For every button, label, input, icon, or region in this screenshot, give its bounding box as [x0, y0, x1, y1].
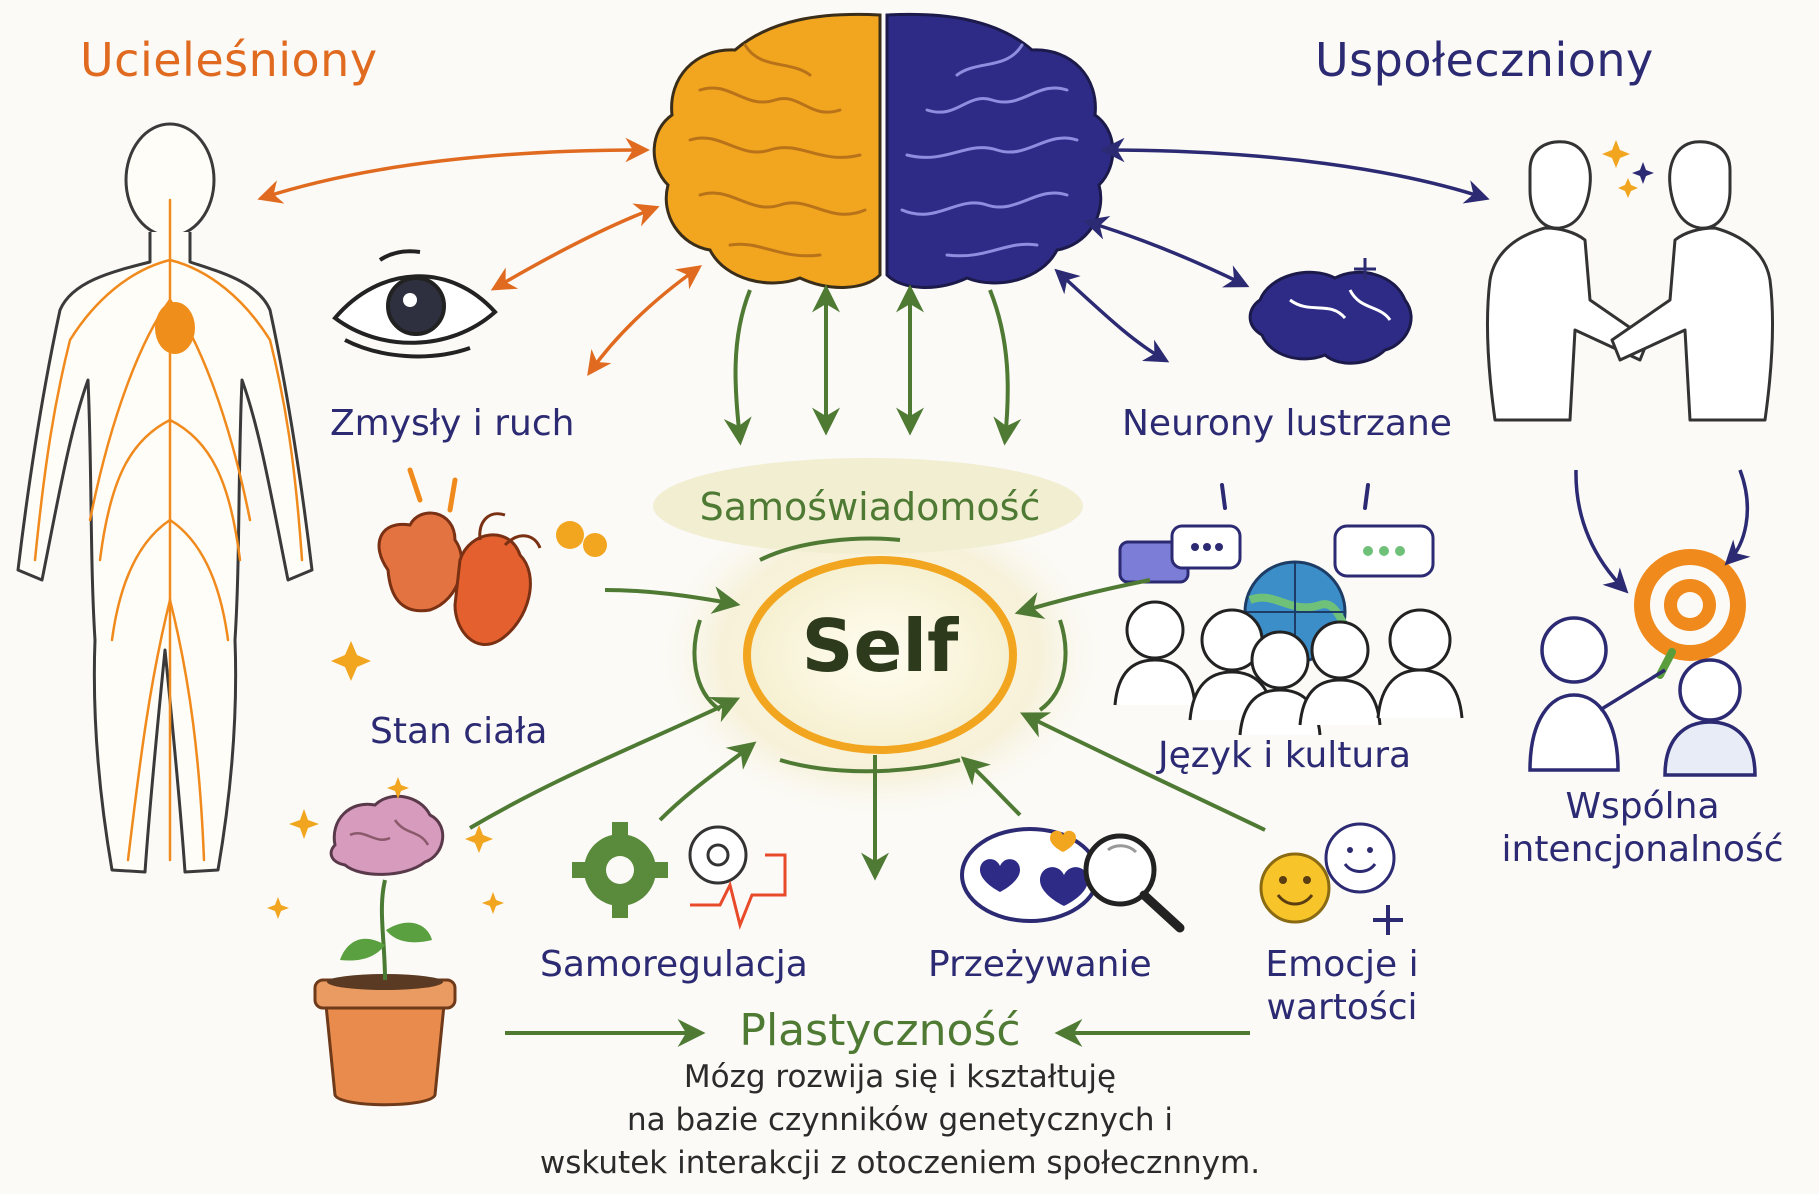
handshake-icon [1486, 140, 1774, 422]
label-senses-movement: Zmysły i ruch [330, 403, 575, 444]
gears-icon [572, 822, 787, 930]
heading-embodied: Ucieleśniony [80, 33, 378, 87]
label-shared-intentionality-line1: Wspólna [1565, 786, 1720, 827]
hearts-magnifier-icon [960, 827, 1185, 933]
label-body-state: Stan ciała [370, 711, 548, 752]
label-language-culture: Język i kultura [1158, 735, 1412, 776]
label-self-regulation: Samoregulacja [540, 944, 808, 985]
brain-icon [652, 12, 1115, 289]
caption-line2: na bazie czynników genetycznych i [626, 1101, 1173, 1138]
label-shared-intentionality: Wspólna intencjonalność [1480, 785, 1805, 871]
shared-intent-people-icon [1528, 616, 1757, 777]
arrows-orange [257, 137, 702, 376]
nervous-system-icon [33, 198, 304, 862]
label-plasticity: Plastyczność [739, 1005, 1021, 1056]
arrows-navy [1054, 137, 1751, 594]
label-self-awareness: Samoświadomość [699, 485, 1041, 529]
caption: Mózg rozwija się i kształtuję na bazie c… [400, 1056, 1400, 1184]
smiley-icon [1259, 822, 1403, 935]
label-emotions-values-line2: wartości [1266, 987, 1418, 1029]
caption-line1: Mózg rozwija się i kształtuję [683, 1059, 1117, 1095]
self-ellipse [692, 536, 1068, 774]
heart-organs-icon [331, 467, 607, 681]
mirror-neuron-brain-icon [1248, 258, 1413, 365]
label-self: Self [801, 604, 959, 688]
label-shared-intentionality-line2: intencjonalność [1501, 829, 1784, 871]
label-mirror-neurons: Neurony lustrzane [1122, 403, 1452, 444]
caption-line3: wskutek interakcji z otoczeniem społeczn… [539, 1144, 1261, 1181]
eye-icon [332, 249, 498, 359]
arrows-green [468, 284, 1266, 1047]
label-emotions-values-line1: Emocje i [1265, 944, 1419, 985]
plant-brain-icon [267, 777, 504, 1107]
people-globe-icon [1113, 483, 1464, 736]
heading-socialized: Uspołeczniony [1315, 33, 1654, 87]
human-body-icon [16, 122, 314, 874]
label-experiencing: Przeżywanie [928, 944, 1152, 985]
target-icon [1634, 549, 1746, 679]
label-emotions-values: Emocje i wartości [1252, 943, 1432, 1029]
heart-dot [155, 302, 195, 354]
self-awareness-pill [653, 458, 1083, 554]
